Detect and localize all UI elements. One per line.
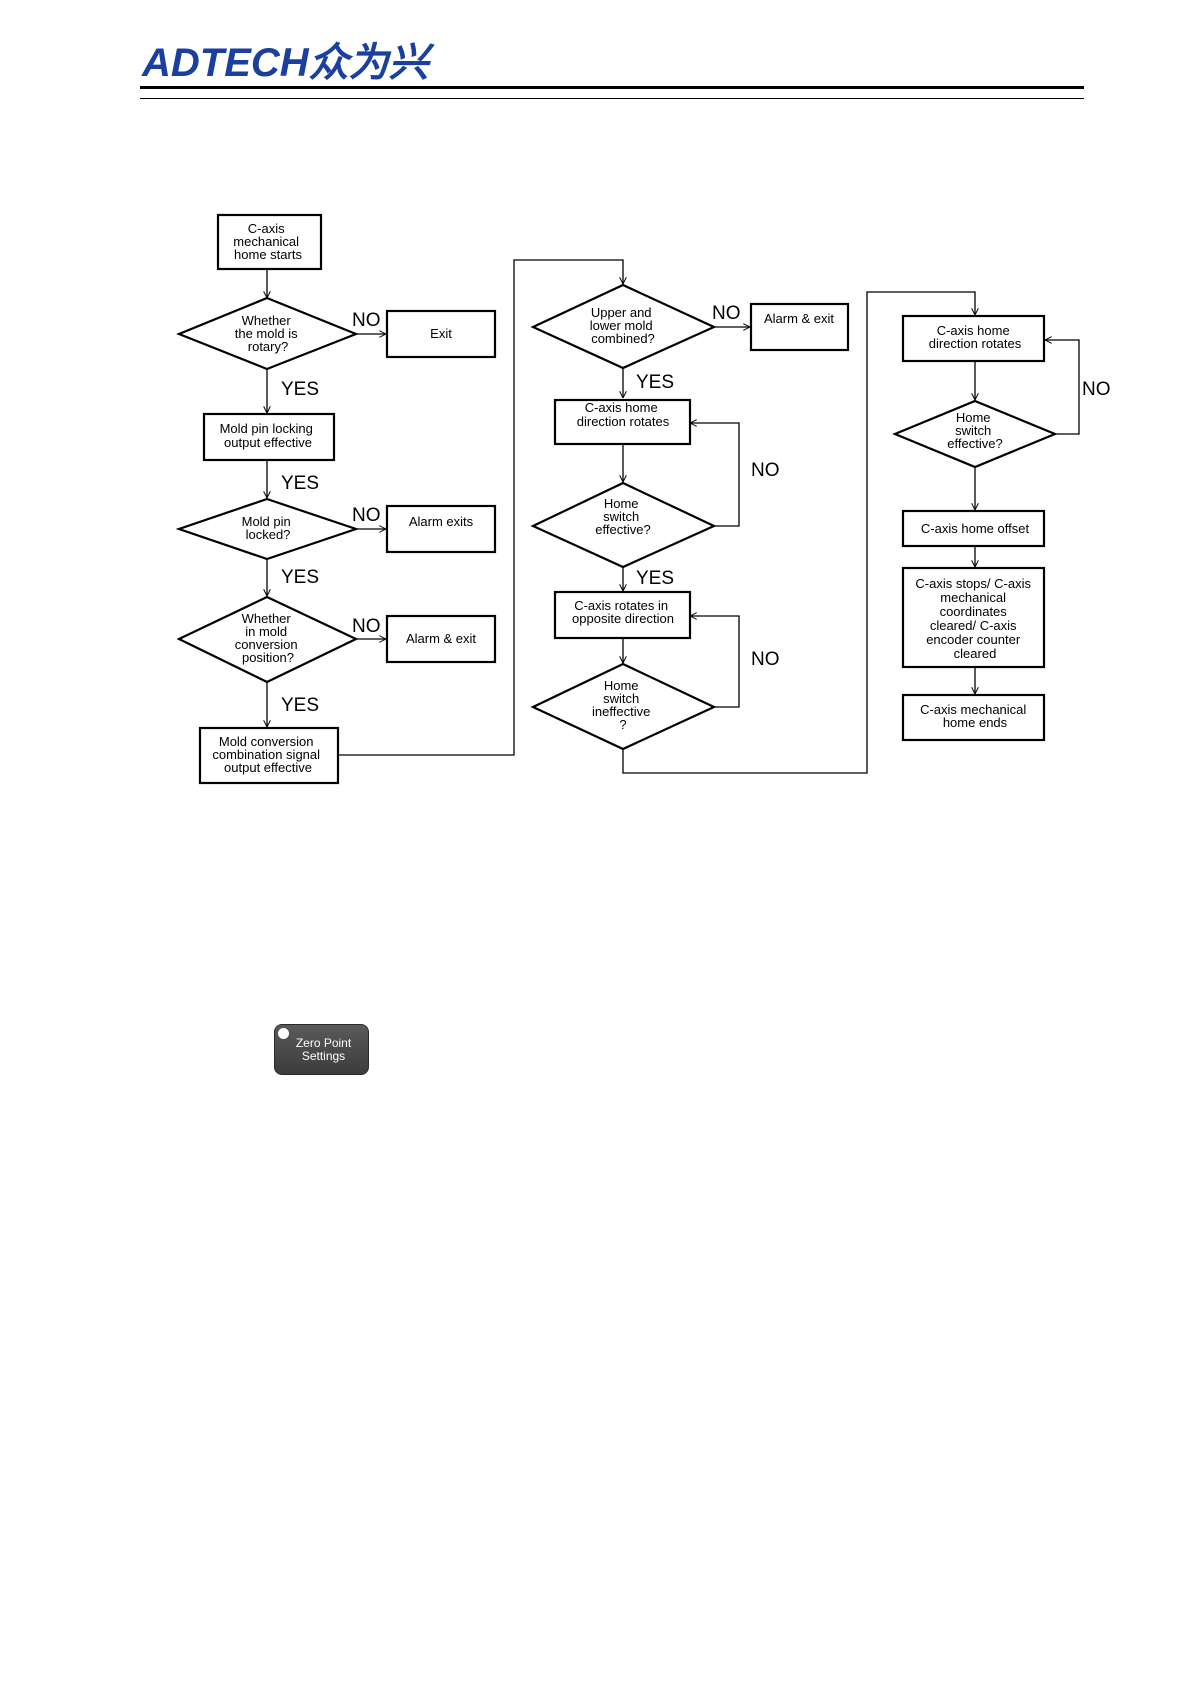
no-label-switch1: NO [751,460,780,481]
node-mold-combined-check [530,283,717,370]
zero-point-settings-button[interactable]: Zero Point Settings [274,1024,369,1075]
label-start: C-axis mechanical home starts [233,221,302,262]
label-conversion-signal-output: Mold conversion combination signal outpu… [212,734,323,775]
no-label-switch2: NO [1082,379,1111,400]
node-home-ends [901,693,1046,742]
label-alarm-exit-2: Alarm & exit [764,311,834,326]
label-conversion-position-check: Whether in mold conversion position? [235,611,302,665]
label-home-direction-rotates-1: C-axis home direction rotates [577,400,670,429]
edge-ineffective-loop-no [690,616,740,708]
node-alarm-exit-1 [385,614,497,664]
indicator-led-icon [278,1028,289,1039]
no-label-moldcombined: NO [712,303,741,324]
yes-label-switch1: YES [636,568,674,589]
node-home-switch-effective-2 [892,399,1058,469]
flowchart-edges [267,259,1080,774]
label-home-switch-effective-2: Home switch effective? [947,410,1002,451]
label-pin-locking-output: Mold pin locking output effective [220,421,317,450]
label-home-switch-ineffective: Home switch ineffective ? [592,678,654,732]
no-label-pinlocked: NO [352,505,381,526]
node-home-switch-effective-1 [530,481,717,569]
edge-switch2-loop-no [1045,340,1080,435]
no-label-rotary: NO [352,310,381,331]
zero-point-settings-label: Zero Point Settings [295,1035,352,1063]
label-home-offset: C-axis home offset [921,521,1030,536]
node-home-switch-ineffective [530,662,717,751]
zero-point-settings-line2: Settings [301,1048,346,1063]
label-home-direction-rotates-2: C-axis home direction rotates [929,323,1022,351]
label-alarm-exits: Alarm exits [409,514,474,529]
node-opposite-direction [553,590,692,640]
node-home-offset [901,509,1046,548]
flowchart-nodes [175,213,1058,785]
zero-point-settings-line1: Zero Point [295,1035,352,1050]
label-home-switch-effective-1: Home switch effective? [595,496,650,537]
no-label-ineffective: NO [751,649,780,670]
node-pin-locking-output [202,412,336,462]
adtech-logo: ADTECH众为兴 [141,41,436,84]
yes-label-conversion: YES [281,695,319,716]
yes-label-pinlocked: YES [281,567,319,588]
node-alarm-exits [385,504,497,554]
flowchart-node-labels: C-axis mechanical home starts Whether th… [212,221,1034,775]
node-start [216,213,323,271]
label-home-ends: C-axis mechanical home ends [920,702,1030,730]
header-rule-thick [140,86,1084,89]
node-exit [385,309,497,359]
edge-ineffective-to-rotates2 [622,291,975,774]
node-alarm-exit-2 [749,302,850,352]
edge-signal-to-moldcombined [338,259,623,756]
edge-switch1-loop-no [690,423,740,527]
node-home-direction-rotates-2 [901,314,1046,363]
yes-label-pinlocking: YES [281,473,319,494]
node-conversion-position-check [176,595,359,684]
node-home-direction-rotates-1 [553,398,692,446]
node-stops-cleared [901,566,1046,669]
node-rotary-check [176,296,359,371]
logo-wordmark: ADTECH众为兴 [141,41,436,84]
label-alarm-exit-1: Alarm & exit [406,631,476,646]
c-axis-home-flowchart: C-axis mechanical home starts Whether th… [175,213,1111,785]
flowchart-edge-labels: NO YES YES NO YES NO YES NO YES NO YES N… [281,303,1111,716]
yes-label-rotary: YES [281,379,319,400]
label-opposite-direction: C-axis rotates in opposite direction [572,598,674,626]
header-rule-thin [140,98,1084,99]
label-mold-combined-check: Upper and lower mold combined? [590,305,656,346]
node-pin-locked-check [175,497,360,561]
node-conversion-signal-output [198,726,340,785]
label-stops-cleared: C-axis stops/ C-axis mechanical coordina… [915,576,1034,661]
label-exit: Exit [430,326,452,341]
no-label-conversion: NO [352,616,381,637]
label-pin-locked-check: Mold pin locked? [242,514,295,542]
yes-label-moldcombined: YES [636,372,674,393]
label-rotary-check: Whether the mold is rotary? [235,313,302,354]
